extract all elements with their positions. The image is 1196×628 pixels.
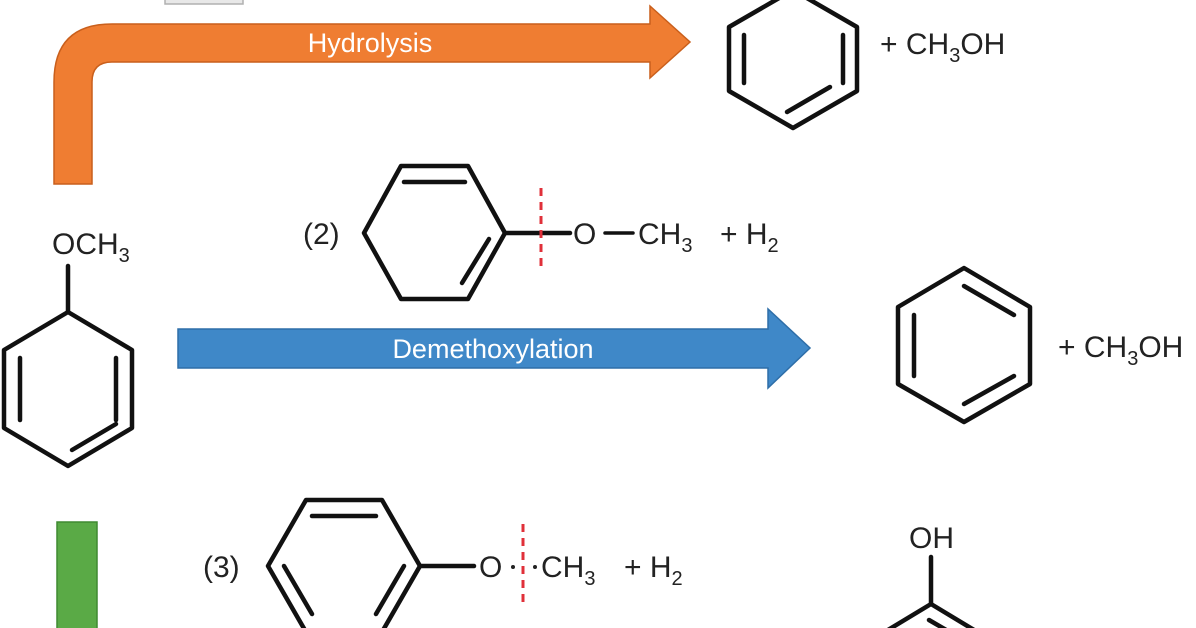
third-pathway-arrow <box>56 521 98 628</box>
pathway-2-oxygen: O <box>573 218 596 251</box>
dot-right-3 <box>533 565 537 569</box>
pathway-2-hydrogen: + H2 <box>720 218 779 257</box>
pathway-3-methyl: CH3 <box>541 551 595 590</box>
benzene-product-1 <box>726 0 860 131</box>
demethoxylation-label: Demethoxylation <box>392 334 593 364</box>
benzene-product-2 <box>895 265 1033 425</box>
pathway-2-methyl: CH3 <box>638 218 692 257</box>
methanol-product-2: + CH3OH <box>1058 331 1183 370</box>
methanol-product-1: + CH3OH <box>880 28 1005 67</box>
pathway-2-number: (2) <box>303 218 340 251</box>
demethoxylation-arrow <box>177 307 812 390</box>
phenol-product <box>886 554 976 628</box>
anisole-structure-3 <box>265 497 477 628</box>
cropped-box <box>164 0 244 5</box>
pathway-3-hydrogen: + H2 <box>624 551 683 590</box>
hydrolysis-label: Hydrolysis <box>308 28 433 58</box>
hydrolysis-arrow <box>53 4 692 185</box>
pathway-3-number: (3) <box>203 551 240 584</box>
dot-left-3 <box>511 565 515 569</box>
pathway-3-oxygen: O <box>479 551 502 584</box>
anisole-reactant <box>1 263 135 469</box>
anisole-structure-2 <box>361 163 573 302</box>
reactant-methoxy-label: OCH3 <box>52 228 130 267</box>
phenol-hydroxyl-label: OH <box>909 522 954 555</box>
